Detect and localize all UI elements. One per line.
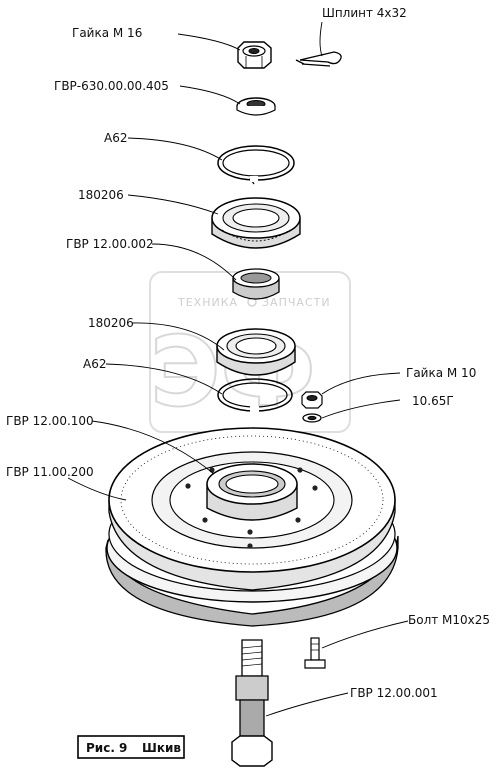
- lock-washer-part: [302, 413, 322, 423]
- label-hub: ГВР 12.00.100: [6, 414, 94, 428]
- spacer-part: [232, 268, 280, 300]
- retaining-ring-top-part: [217, 145, 295, 185]
- label-bolt: Болт М10х25: [408, 613, 490, 627]
- label-bearing-top: 180206: [78, 188, 124, 202]
- leader-lines: [67, 21, 409, 717]
- nut-m16-part: [237, 41, 272, 69]
- cotter-pin-part: [295, 51, 342, 67]
- label-washer: ГВР-630.00.00.405: [54, 79, 169, 93]
- label-pulley: ГВР 11.00.200: [6, 465, 94, 479]
- label-spacer: ГВР 12.00.002: [66, 237, 154, 251]
- label-axle: ГВР 12.00.001: [350, 686, 438, 700]
- label-cotter-pin: Шплинт 4х32: [322, 6, 407, 20]
- label-lock-washer: 10.65Г: [412, 394, 454, 408]
- nut-m10-part: [301, 391, 323, 409]
- watermark-line1: ТЕХНИКА: [177, 296, 238, 309]
- bolt-part: [304, 637, 326, 669]
- label-ring-top: А62: [104, 131, 127, 145]
- label-nut-m10: Гайка М 10: [406, 366, 476, 380]
- bearing-bottom-part: [216, 328, 296, 376]
- label-nut-m16: Гайка М 16: [72, 26, 142, 40]
- pulley-part: [105, 427, 399, 627]
- axle-part: [231, 639, 273, 767]
- label-ring-bottom: А62: [83, 357, 106, 371]
- watermark-line2: ЗАПЧАСТИ: [262, 296, 331, 309]
- bearing-top-part: [211, 197, 301, 249]
- retaining-ring-bottom-part: [217, 378, 293, 412]
- watermark: ТЕХНИКА ЗАПЧАСТИ ЭФ: [149, 271, 351, 433]
- label-bearing-bottom: 180206: [88, 316, 134, 330]
- washer-part: [236, 97, 276, 116]
- caption-number: Рис. 9: [86, 741, 127, 755]
- figure-caption: Рис. 9 Шкив: [77, 735, 185, 759]
- caption-title: Шкив: [142, 741, 181, 755]
